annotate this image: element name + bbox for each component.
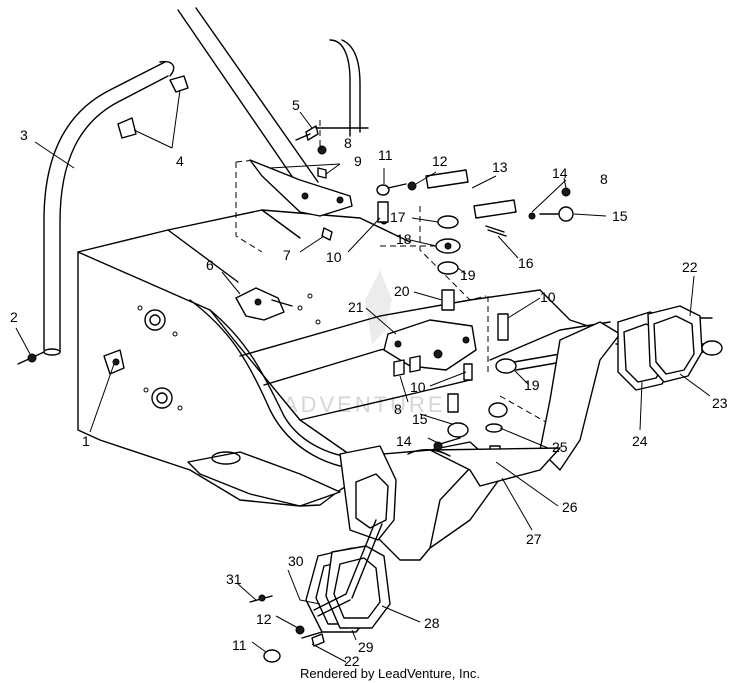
callout-10-right: 10 xyxy=(540,289,556,305)
callout-23: 23 xyxy=(712,395,728,411)
callout-20: 20 xyxy=(394,283,410,299)
callout-25: 25 xyxy=(552,439,568,455)
callout-13: 13 xyxy=(492,159,508,175)
callout-8-top: 8 xyxy=(344,135,352,151)
bolts-part-10 xyxy=(377,201,509,413)
callout-29: 29 xyxy=(358,639,374,655)
lower-bracket xyxy=(249,445,397,663)
callout-10-lower: 10 xyxy=(410,379,426,395)
callout-26: 26 xyxy=(562,499,578,515)
upper-hardware xyxy=(295,125,369,241)
callout-14-upper: 14 xyxy=(552,165,568,181)
lever-arm xyxy=(177,7,353,217)
grommet-part-1 xyxy=(103,349,125,375)
rendered-by-credit: Rendered by LeadVenture, Inc. xyxy=(300,666,480,681)
callout-12-upper: 12 xyxy=(432,153,448,169)
callout-15-lower: 15 xyxy=(412,411,428,427)
callouts: 1 2 3 4 5 6 7 8 8 8 9 10 10 10 11 11 12 … xyxy=(10,97,728,669)
callout-11-upper: 11 xyxy=(378,147,393,163)
knobs-part-4 xyxy=(117,75,189,139)
callout-16: 16 xyxy=(518,255,534,271)
callout-2: 2 xyxy=(10,309,18,325)
callout-22-right: 22 xyxy=(682,259,698,275)
plate-holes xyxy=(137,293,321,411)
callout-6: 6 xyxy=(206,257,214,273)
callout-18: 18 xyxy=(396,231,412,247)
callout-28: 28 xyxy=(424,615,440,631)
callout-8-lower: 8 xyxy=(394,401,402,417)
callout-31: 31 xyxy=(226,571,242,587)
callout-4: 4 xyxy=(176,153,184,169)
main-frame xyxy=(77,209,611,561)
callout-10-upper: 10 xyxy=(326,249,342,265)
callout-22-lower: 22 xyxy=(344,653,360,669)
callout-14-lower: 14 xyxy=(396,433,412,449)
callout-24: 24 xyxy=(632,433,648,449)
callout-21: 21 xyxy=(348,299,364,315)
linkage-upper xyxy=(376,169,574,237)
callout-8-right: 8 xyxy=(600,171,608,187)
leader-lines xyxy=(15,89,711,663)
callout-7: 7 xyxy=(283,247,291,263)
lower-center-hardware xyxy=(407,402,561,487)
callout-1: 1 xyxy=(82,433,90,449)
dashed-leaders xyxy=(235,120,489,376)
callout-30: 30 xyxy=(288,553,304,569)
right-bracket xyxy=(539,305,703,471)
callout-3: 3 xyxy=(20,127,28,143)
callout-17: 17 xyxy=(390,209,406,225)
callout-12-lower: 12 xyxy=(256,611,272,627)
center-stack xyxy=(435,215,461,311)
callout-19-upper: 19 xyxy=(460,267,476,283)
callout-19-lower: 19 xyxy=(524,377,540,393)
nut-part-2 xyxy=(17,351,45,365)
callout-15-right: 15 xyxy=(612,208,628,224)
callout-9: 9 xyxy=(354,153,362,169)
callout-5: 5 xyxy=(292,97,300,113)
upper-rail xyxy=(329,39,361,137)
pivot-plate-part-21 xyxy=(383,319,477,377)
callout-27: 27 xyxy=(526,531,542,547)
callout-11-lower: 11 xyxy=(232,637,247,653)
bracket-part-6 xyxy=(235,287,293,321)
